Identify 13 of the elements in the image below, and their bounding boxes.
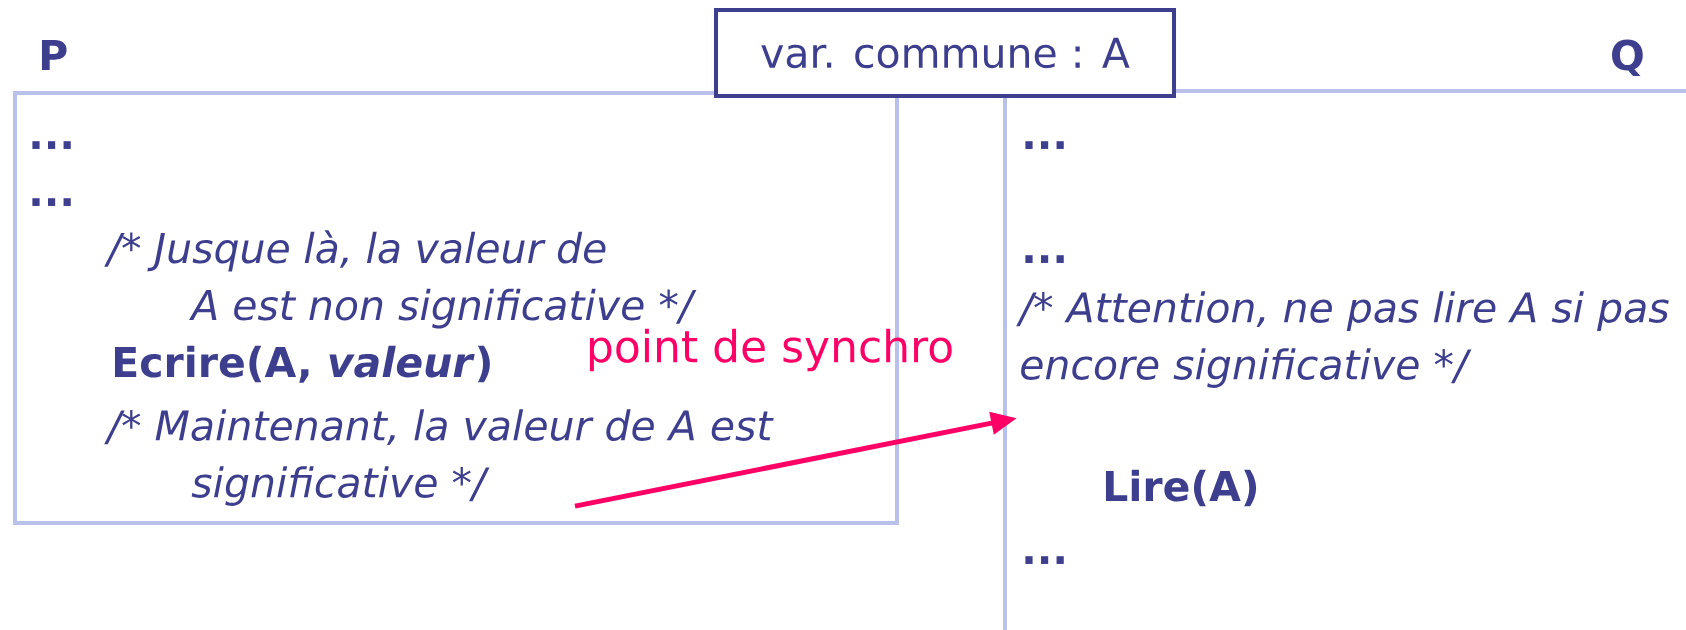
ellipsis: ...: [1025, 556, 1064, 564]
box-heading: P: [41, 40, 67, 70]
box-heading: Q: [1612, 39, 1643, 76]
ellipsis: ...: [1025, 255, 1064, 263]
code-line: Ecrire(A, valeur): [114, 345, 490, 383]
ellipsis: ...: [32, 141, 71, 149]
comment-text: /* Attention, ne pas lire A si pas encore significative */: [1016, 291, 1669, 388]
comment-text: /* Maintenant, la valeur de A est significative */: [104, 409, 774, 506]
ellipsis: ...: [32, 198, 71, 206]
code-line: Lire(A): [1106, 469, 1257, 507]
ellipsis: ...: [1025, 141, 1064, 149]
variable-box: var. commune : A: [714, 8, 1176, 98]
edge-label: point de synchro: [589, 328, 952, 372]
